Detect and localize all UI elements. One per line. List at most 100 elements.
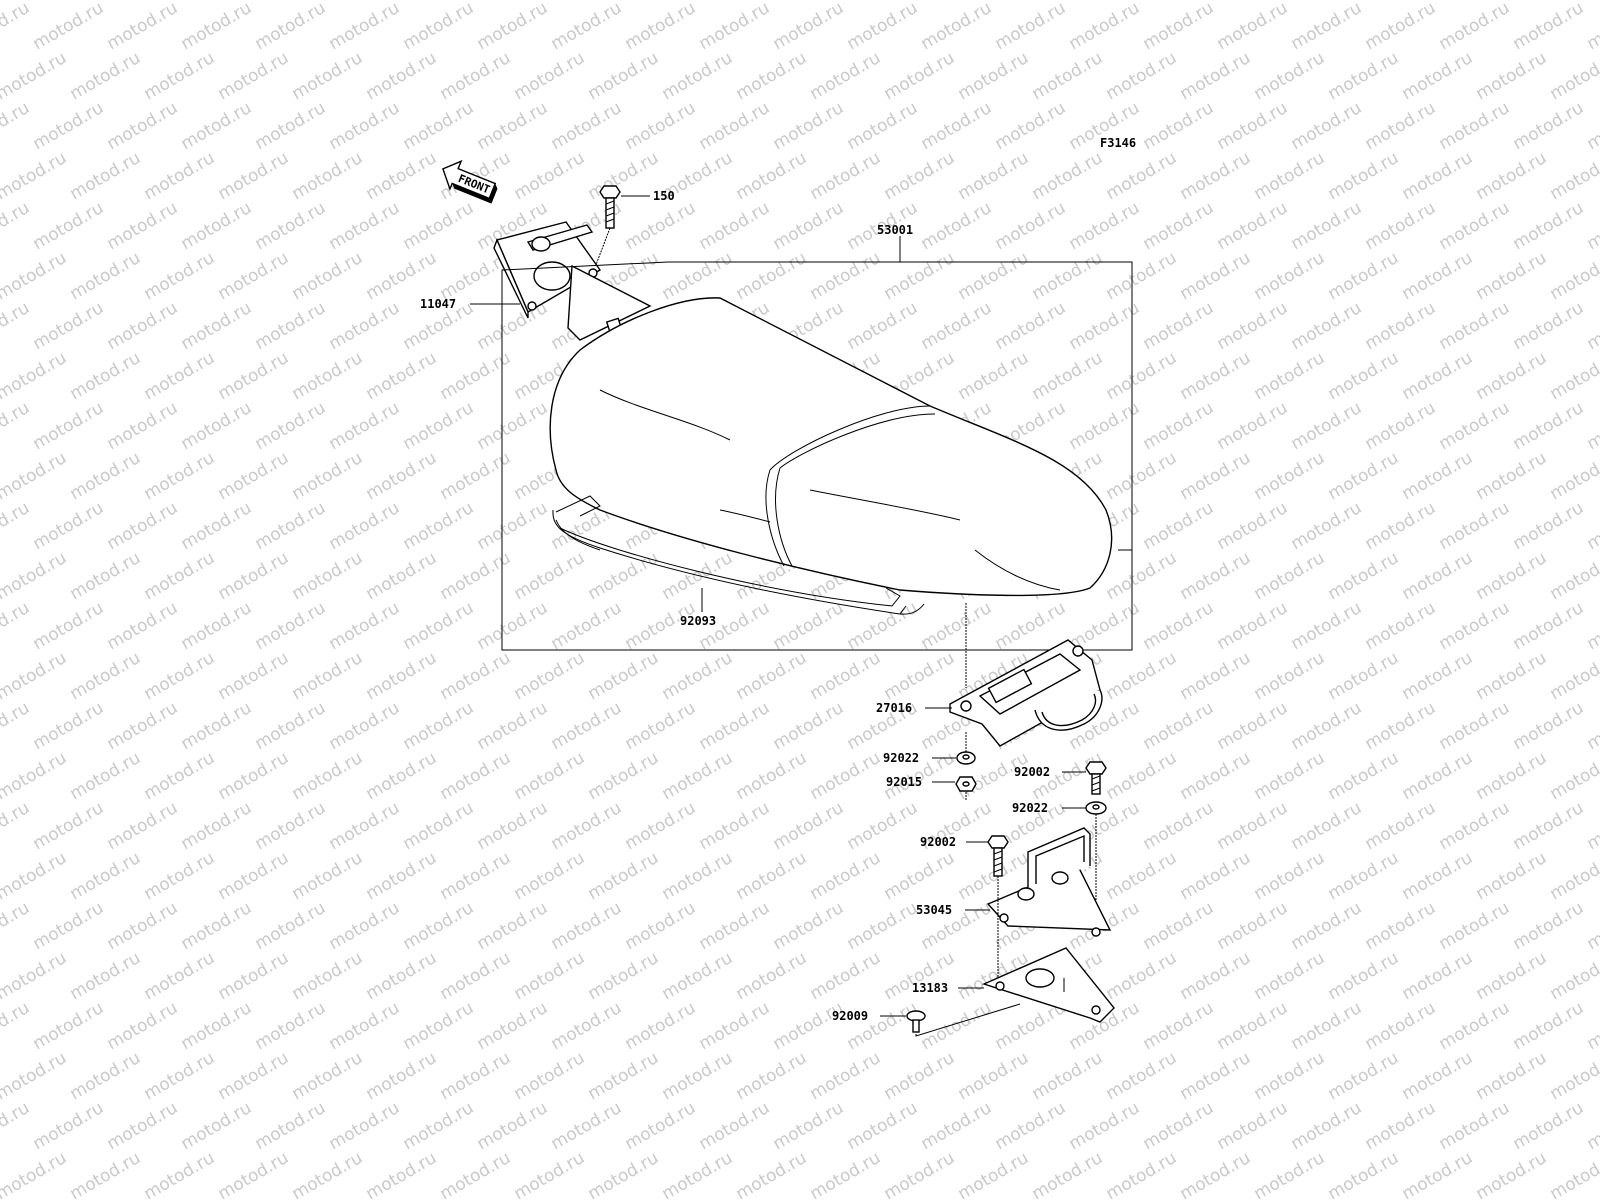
watermark-text: motod.ru [1362, 1098, 1440, 1154]
watermark-text: motod.ru [1177, 548, 1255, 604]
watermark-text: motod.ru [1177, 448, 1255, 504]
watermark-text: motod.ru [1362, 998, 1440, 1054]
watermark-text: motod.ru [437, 648, 515, 704]
watermark-text: motod.ru [0, 698, 33, 754]
watermark-text: motod.ru [363, 748, 441, 804]
watermark-text: motod.ru [326, 298, 404, 354]
watermark-text: motod.ru [1177, 248, 1255, 304]
watermark-text: motod.ru [289, 348, 367, 404]
watermark-text: motod.ru [252, 498, 330, 554]
watermark-text: motod.ru [659, 1048, 737, 1104]
watermark-text: motod.ru [67, 948, 145, 1004]
watermark-text: motod.ru [881, 948, 959, 1004]
watermark-text: motod.ru [1399, 948, 1477, 1004]
watermark-text: motod.ru [992, 298, 1070, 354]
watermark-text: motod.ru [0, 548, 70, 604]
watermark-text: motod.ru [511, 48, 589, 104]
watermark-text: motod.ru [1362, 698, 1440, 754]
watermark-text: motod.ru [807, 1048, 885, 1104]
watermark-text: motod.ru [807, 648, 885, 704]
watermark-text: motod.ru [1547, 548, 1600, 604]
watermark-text: motod.ru [252, 398, 330, 454]
callout-11047: 11047 [420, 297, 456, 311]
watermark-text: motod.ru [733, 248, 811, 304]
watermark-text: motod.ru [1510, 1098, 1588, 1154]
watermark-text: motod.ru [474, 798, 552, 854]
watermark-text: motod.ru [400, 798, 478, 854]
watermark-text: motod.ru [585, 0, 663, 4]
watermark-text: motod.ru [1103, 1048, 1181, 1104]
watermark-text: motod.ru [141, 548, 219, 604]
watermark-text: motod.ru [141, 448, 219, 504]
watermark-text: motod.ru [141, 1148, 219, 1200]
watermark-text: motod.ru [474, 98, 552, 154]
watermark-text: motod.ru [30, 798, 108, 854]
watermark-text: motod.ru [1103, 848, 1181, 904]
callout-53001: 53001 [877, 223, 913, 237]
watermark-text: motod.ru [770, 98, 848, 154]
watermark-text: motod.ru [1214, 398, 1292, 454]
watermark-text: motod.ru [363, 448, 441, 504]
watermark-text: motod.ru [1399, 748, 1477, 804]
callout-92002-right: 92002 [1014, 765, 1050, 779]
watermark-text: motod.ru [215, 348, 293, 404]
watermark-text: motod.ru [1584, 898, 1600, 954]
watermark-text: motod.ru [252, 1098, 330, 1154]
watermark-text: motod.ru [289, 48, 367, 104]
watermark-text: motod.ru [733, 648, 811, 704]
callout-13183: 13183 [912, 981, 948, 995]
watermark-text: motod.ru [733, 848, 811, 904]
watermark-text: motod.ru [1436, 498, 1514, 554]
watermark-text: motod.ru [1251, 748, 1329, 804]
watermark-text: motod.ru [807, 748, 885, 804]
watermark-text: motod.ru [585, 1148, 663, 1200]
watermark-text: motod.ru [0, 748, 70, 804]
watermark-text: motod.ru [511, 1048, 589, 1104]
watermark-text: motod.ru [807, 0, 885, 4]
watermark-text: motod.ru [252, 698, 330, 754]
watermark-text: motod.ru [252, 298, 330, 354]
watermark-text: motod.ru [1325, 248, 1403, 304]
watermark-text: motod.ru [0, 0, 33, 54]
watermark-text: motod.ru [141, 48, 219, 104]
watermark-text: motod.ru [1103, 248, 1181, 304]
watermark-text: motod.ru [474, 1098, 552, 1154]
watermark-text: motod.ru [1547, 748, 1600, 804]
watermark-text: motod.ru [918, 198, 996, 254]
watermark-text: motod.ru [918, 998, 996, 1054]
watermark-text: motod.ru [1251, 1148, 1329, 1200]
callout-92093: 92093 [680, 614, 716, 628]
watermark-text: motod.ru [918, 598, 996, 654]
watermark-text: motod.ru [437, 48, 515, 104]
watermark-text: motod.ru [1029, 0, 1107, 4]
watermark-text: motod.ru [881, 0, 959, 4]
watermark-text: motod.ru [955, 1048, 1033, 1104]
callout-92022-left: 92022 [883, 751, 919, 765]
watermark-text: motod.ru [1547, 248, 1600, 304]
assembly-frame [668, 261, 1133, 551]
watermark-text: motod.ru [363, 648, 441, 704]
watermark-text: motod.ru [844, 798, 922, 854]
watermark-text: motod.ru [844, 98, 922, 154]
watermark-text: motod.ru [1288, 198, 1366, 254]
watermark-text: motod.ru [1584, 398, 1600, 454]
watermark-text: motod.ru [1103, 948, 1181, 1004]
watermark-text: motod.ru [252, 0, 330, 54]
watermark-text: motod.ru [1251, 48, 1329, 104]
watermark-text: motod.ru [1288, 798, 1366, 854]
watermark-text: motod.ru [1584, 198, 1600, 254]
watermark-text: motod.ru [0, 648, 70, 704]
watermark-text: motod.ru [548, 998, 626, 1054]
watermark-text: motod.ru [67, 248, 145, 304]
watermark-text: motod.ru [992, 198, 1070, 254]
watermark-text: motod.ru [511, 748, 589, 804]
watermark-text: motod.ru [1251, 0, 1329, 4]
watermark-text: motod.ru [844, 1098, 922, 1154]
watermark-text: motod.ru [622, 998, 700, 1054]
watermark-text: motod.ru [326, 1098, 404, 1154]
watermark-text: motod.ru [215, 1148, 293, 1200]
watermark-text: motod.ru [178, 198, 256, 254]
watermark-text: motod.ru [881, 1148, 959, 1200]
watermark-text: motod.ru [30, 698, 108, 754]
watermark-text: motod.ru [252, 798, 330, 854]
